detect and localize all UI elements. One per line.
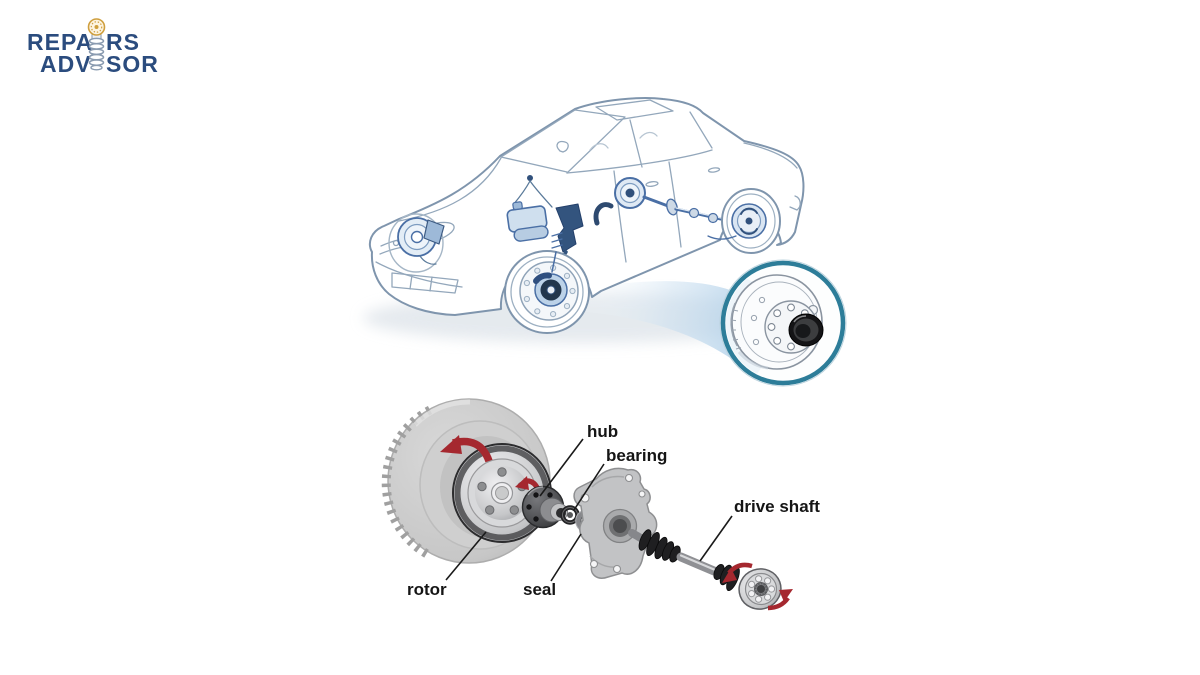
leader-lines [445,438,733,582]
brake-system-components [506,175,732,267]
cv-joint-rotation-arrows [722,562,793,611]
zoom-callout-cone [574,281,745,369]
rear-wheel-with-drum [707,188,781,254]
spring-bolt-icon [87,18,106,71]
logo-line1-left: REPA [27,29,93,55]
car-illustration [368,97,805,334]
bearing-closeup [788,313,824,347]
magnifier-circle [719,259,847,387]
label-rotor: rotor [407,580,447,599]
logo-line2-left: ADV [40,51,92,77]
logo-line2-right: SOR [106,51,159,77]
label-hub: hub [587,422,618,441]
front-wheel-with-brake [504,232,590,334]
steering-knuckle [573,467,658,579]
label-bearing: bearing [606,446,667,465]
logo-line1-right: RS [106,29,140,55]
drive-shaft [628,529,782,610]
magnifier-ring [720,260,846,386]
logo[interactable]: REPA RS ADV SOR [27,18,159,77]
far-front-wheel [388,213,445,273]
rotor [452,443,552,543]
exploded-view: hub bearing rotor seal drive shaft [381,398,820,611]
label-seal: seal [523,580,556,599]
label-drive-shaft: drive shaft [734,497,820,516]
hub [521,485,568,529]
rotation-arrow-icon [440,435,493,463]
